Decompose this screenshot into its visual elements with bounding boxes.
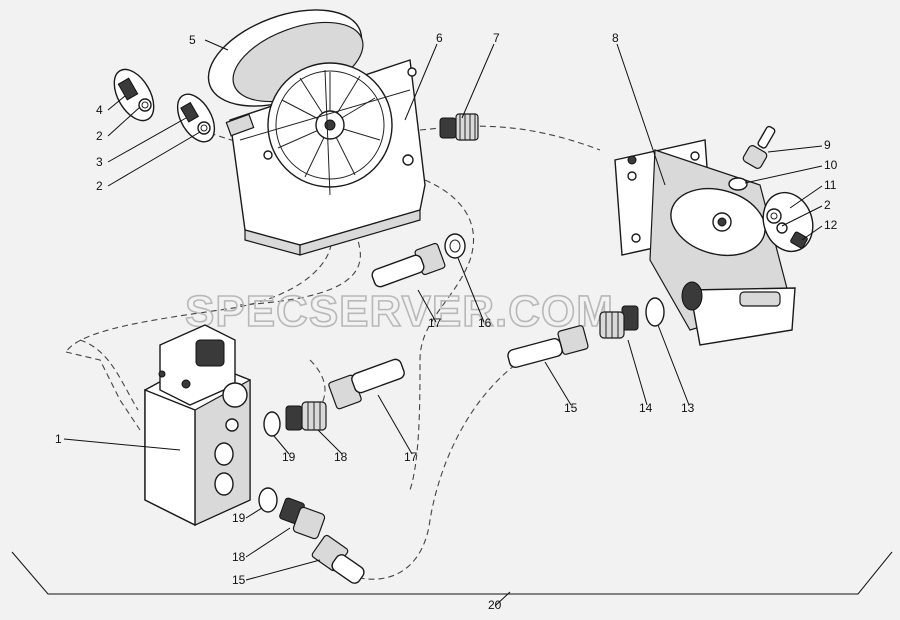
callout-2-right: 2 (824, 198, 831, 212)
hydraulic-pump (614, 139, 796, 346)
bolt-washer-group-center (176, 93, 216, 143)
callout-6: 6 (436, 31, 443, 45)
nut-16 (444, 233, 466, 259)
callout-15-lower: 15 (232, 573, 246, 587)
callout-16: 16 (478, 316, 492, 330)
callout-17-lower: 17 (404, 450, 418, 464)
callout-7: 7 (493, 31, 500, 45)
callout-8: 8 (612, 31, 619, 45)
callout-5: 5 (189, 33, 196, 47)
fitting-18-upper (285, 401, 327, 431)
hose-end-15-upper (507, 325, 589, 369)
callout-1: 1 (55, 432, 62, 446)
callout-15-upper: 15 (564, 401, 578, 415)
bolt-washer-group-right (762, 191, 814, 253)
callout-3: 3 (96, 155, 103, 169)
fan-assembly (207, 9, 426, 256)
control-valve-1 (144, 324, 251, 527)
fitting-14 (599, 305, 639, 339)
callout-18-lower: 18 (232, 550, 246, 564)
callout-18-upper: 18 (334, 450, 348, 464)
o-ring-10 (728, 177, 748, 191)
fitting-7 (439, 113, 479, 141)
callout-10: 10 (824, 158, 838, 172)
bolt-washer-group-left (113, 68, 155, 122)
callout-9: 9 (824, 138, 831, 152)
hose-end-15-lower (311, 534, 365, 584)
o-ring-19-lower (258, 487, 278, 513)
callout-19-upper: 19 (282, 450, 296, 464)
watermark-text: SPECSERVER.COM (185, 287, 614, 336)
hose-route-d (409, 179, 474, 491)
o-ring-13 (645, 297, 665, 327)
callout-labels: 5 6 7 8 9 10 11 2 12 4 2 3 2 1 17 16 13 … (55, 31, 838, 612)
callout-11: 11 (824, 178, 837, 192)
fitting-18-lower (279, 497, 326, 540)
callout-2-lower: 2 (96, 179, 103, 193)
callout-4: 4 (96, 103, 103, 117)
leader-lines (63, 39, 823, 607)
hose-end-17-upper (371, 242, 446, 288)
callout-2-upper: 2 (96, 129, 103, 143)
callout-14: 14 (639, 401, 653, 415)
callout-12: 12 (824, 218, 838, 232)
callout-17-upper: 17 (428, 316, 442, 330)
hose-route-e (65, 351, 141, 431)
hose-end-17-lower (328, 358, 405, 410)
base-frame-outline (11, 551, 893, 595)
hose-route-a (419, 125, 601, 151)
hose-route-f (79, 339, 139, 411)
fitting-9 (742, 125, 776, 169)
o-ring-19-upper (263, 411, 281, 437)
callout-19-lower: 19 (232, 511, 246, 525)
hose-route-g (359, 364, 516, 580)
callout-20: 20 (488, 598, 502, 612)
callout-13: 13 (681, 401, 695, 415)
